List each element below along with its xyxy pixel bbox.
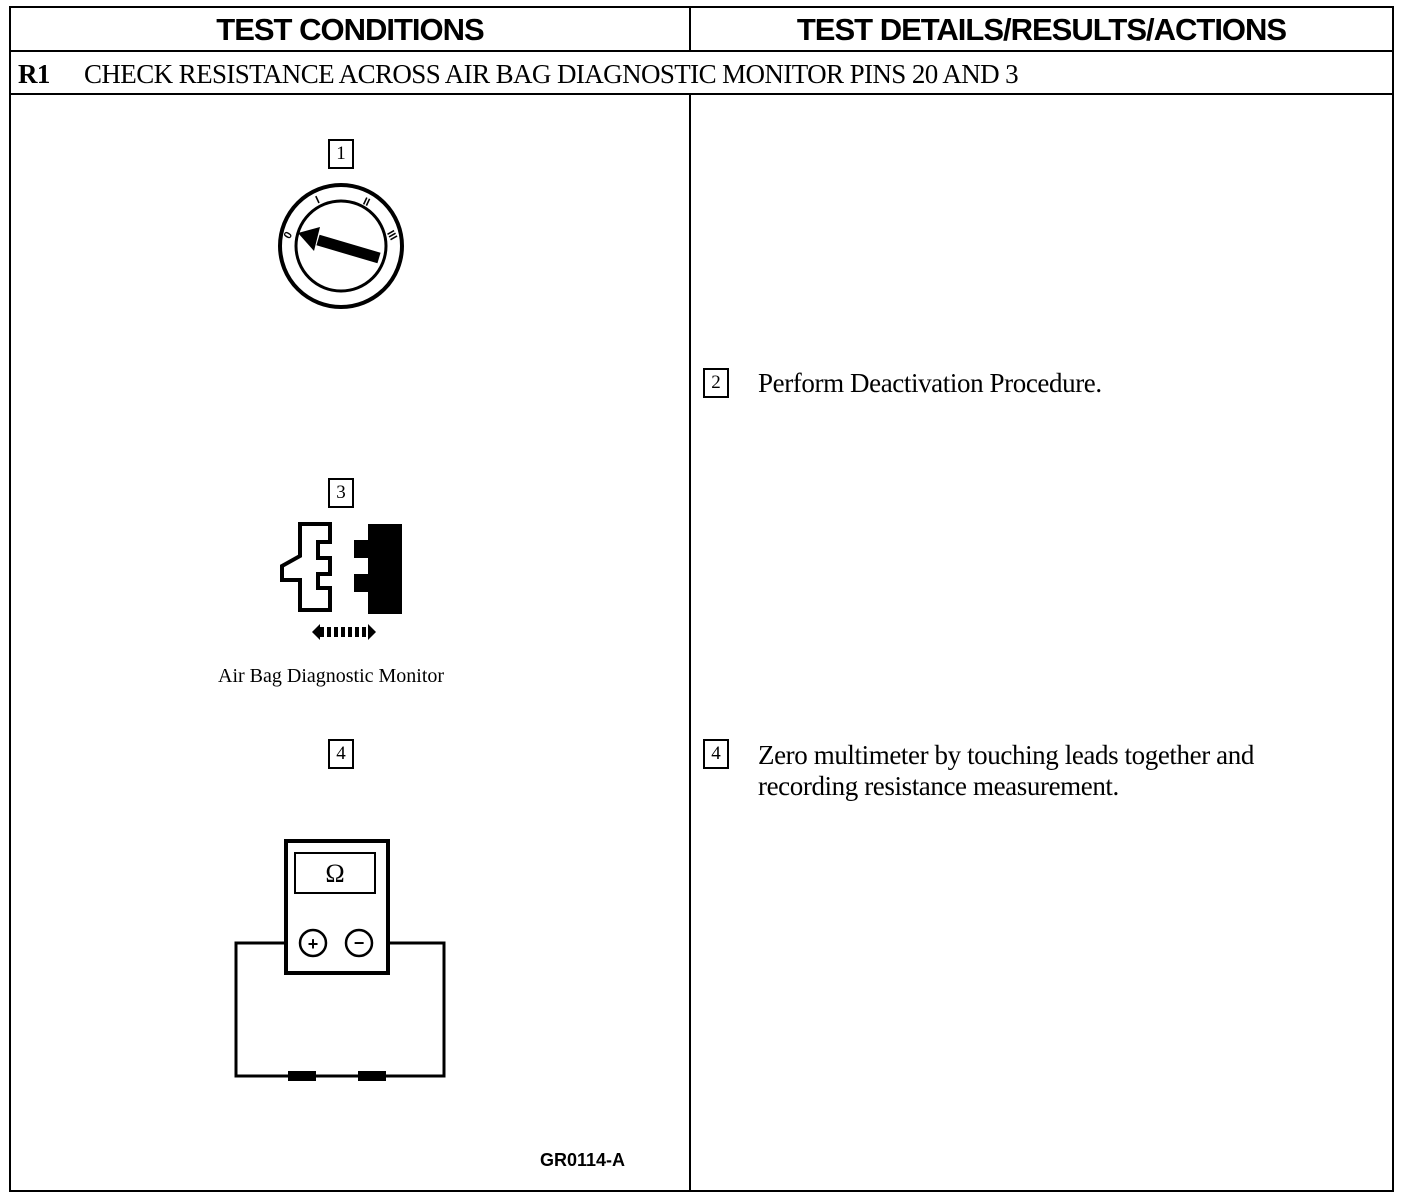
separation-arrow-icon bbox=[312, 624, 376, 640]
step-4-text-line-2: recording resistance measurement. bbox=[758, 771, 1119, 801]
column-divider-header bbox=[689, 6, 691, 52]
test-lead-right bbox=[376, 941, 446, 1078]
step-2-number: 2 bbox=[703, 368, 729, 398]
step-3-number: 3 bbox=[328, 478, 354, 508]
ignition-label-1: I bbox=[314, 194, 322, 206]
multimeter-icon: Ω + − bbox=[234, 839, 446, 1081]
plus-terminal-label: + bbox=[308, 934, 319, 954]
probe-tip-right bbox=[358, 1071, 386, 1081]
table-frame bbox=[9, 6, 1394, 1192]
probe-tip-left bbox=[288, 1071, 316, 1081]
ignition-label-0: 0 bbox=[282, 230, 295, 241]
step-4-text-line-1: Zero multimeter by touching leads togeth… bbox=[758, 740, 1254, 770]
test-details-header: TEST DETAILS/RESULTS/ACTIONS bbox=[796, 12, 1287, 47]
connector-disconnect-icon bbox=[280, 522, 402, 640]
ignition-key-arrow-icon bbox=[298, 227, 381, 264]
figure-id: GR0114-A bbox=[540, 1150, 626, 1170]
row-title-divider bbox=[9, 93, 1394, 95]
row-title-text: CHECK RESISTANCE ACROSS AIR BAG DIAGNOST… bbox=[84, 59, 1019, 89]
step-3-caption: Air Bag Diagnostic Monitor bbox=[218, 665, 445, 687]
step-2-text: Perform Deactivation Procedure. bbox=[758, 368, 1102, 398]
row-code: R1 bbox=[18, 59, 50, 89]
column-divider-body bbox=[689, 93, 691, 1192]
minus-terminal-label: − bbox=[354, 933, 365, 953]
plus-terminal-icon bbox=[298, 928, 328, 958]
multimeter-display bbox=[294, 852, 376, 894]
minus-terminal-icon bbox=[344, 928, 374, 958]
row-title: R1 CHECK RESISTANCE ACROSS AIR BAG DIAGNO… bbox=[18, 56, 1019, 92]
ignition-switch-icon: 0 I II III bbox=[278, 183, 404, 309]
test-lead-left bbox=[234, 941, 298, 1078]
step-4-number: 4 bbox=[328, 739, 354, 769]
ignition-label-2: II bbox=[361, 196, 372, 209]
step-4-detail-number: 4 bbox=[703, 739, 729, 769]
test-conditions-header: TEST CONDITIONS bbox=[216, 12, 484, 47]
header-divider bbox=[9, 50, 1394, 52]
ohm-symbol: Ω bbox=[325, 859, 344, 888]
step-1-number: 1 bbox=[328, 139, 354, 169]
